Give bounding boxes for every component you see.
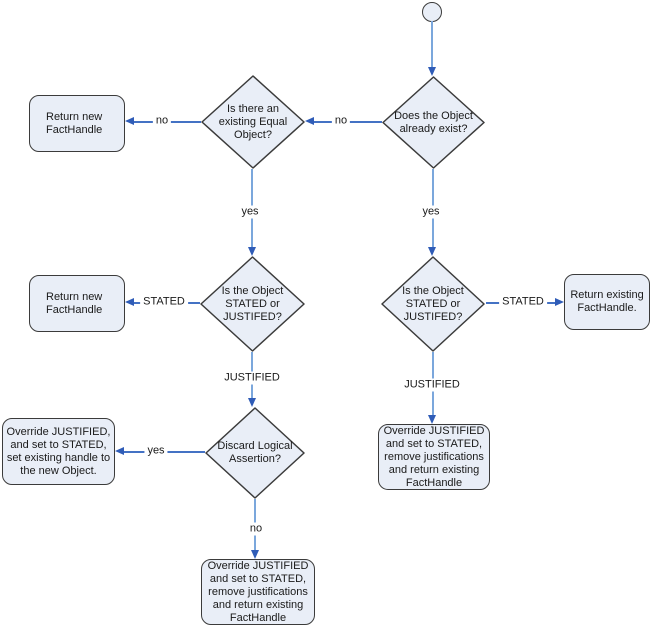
- process-label: Return new FactHandle: [46, 290, 103, 316]
- arrowhead-left-icon: [125, 298, 134, 306]
- edge-label-stated: STATED: [140, 295, 188, 309]
- process-return-new-facthandle-mid: Return new FactHandle: [29, 275, 125, 332]
- arrowhead-left-icon: [305, 117, 314, 125]
- edge-label-no: no: [331, 114, 351, 128]
- decision-discard-logical: Discard Logical Assertion?: [205, 407, 305, 499]
- edge-label-no: no: [152, 114, 172, 128]
- decision-stated-left-label: Is the Object STATED or JUSTIFED?: [221, 284, 284, 323]
- decision-object-exists-label: Does the Object already exist?: [394, 109, 473, 135]
- process-label: Override JUSTIFIED and set to STATED, re…: [207, 559, 309, 624]
- diamond-shape: [200, 256, 305, 352]
- arrowhead-right-icon: [555, 298, 564, 306]
- arrowhead-down-icon: [251, 550, 259, 559]
- edge-label-justified: JUSTIFIED: [401, 378, 463, 392]
- diamond-shape: [201, 75, 305, 169]
- diamond-shape: [381, 256, 485, 352]
- process-label: Return existing FactHandle.: [570, 289, 644, 314]
- process-override-set-existing-handle: Override JUSTIFIED, and set to STATED, s…: [2, 418, 115, 485]
- decision-discard-logical-label: Discard Logical Assertion?: [217, 440, 293, 465]
- connector-start-exists: [431, 21, 433, 67]
- process-override-remove-justifications-bottom: Override JUSTIFIED and set to STATED, re…: [201, 559, 315, 625]
- start-node: [422, 2, 442, 22]
- diamond-shape: [205, 407, 305, 499]
- arrowhead-left-icon: [125, 117, 134, 125]
- decision-existing-equal-label: Is there an existing Equal Object?: [218, 102, 288, 141]
- process-return-existing-facthandle: Return existing FactHandle.: [564, 274, 650, 330]
- edge-label-stated: STATED: [499, 295, 547, 309]
- diamond-shape: [382, 76, 485, 169]
- edge-label-justified: JUSTIFIED: [221, 371, 283, 385]
- process-label: Return new FactHandle: [46, 110, 103, 136]
- edge-label-yes: yes: [238, 205, 262, 219]
- decision-stated-right-label: Is the Object STATED or JUSTIFED?: [402, 284, 464, 323]
- arrowhead-down-icon: [248, 247, 256, 256]
- decision-existing-equal: Is there an existing Equal Object?: [201, 75, 305, 169]
- process-label: Override JUSTIFIED and set to STATED, re…: [383, 424, 485, 489]
- process-label: Override JUSTIFIED, and set to STATED, s…: [6, 425, 111, 477]
- edge-label-no: no: [246, 522, 266, 536]
- arrowhead-down-icon: [428, 247, 436, 256]
- decision-stated-right: Is the Object STATED or JUSTIFED?: [381, 256, 485, 352]
- arrowhead-down-icon: [428, 67, 436, 76]
- arrowhead-down-icon: [248, 398, 256, 407]
- decision-object-exists: Does the Object already exist?: [382, 76, 485, 169]
- process-override-remove-justifications-right: Override JUSTIFIED and set to STATED, re…: [378, 424, 490, 490]
- arrowhead-down-icon: [428, 415, 436, 424]
- arrowhead-left-icon: [115, 447, 124, 455]
- decision-stated-left: Is the Object STATED or JUSTIFED?: [200, 256, 305, 352]
- process-return-new-facthandle-top: Return new FactHandle: [29, 95, 125, 152]
- edge-label-yes: yes: [419, 205, 443, 219]
- edge-label-yes: yes: [144, 444, 168, 458]
